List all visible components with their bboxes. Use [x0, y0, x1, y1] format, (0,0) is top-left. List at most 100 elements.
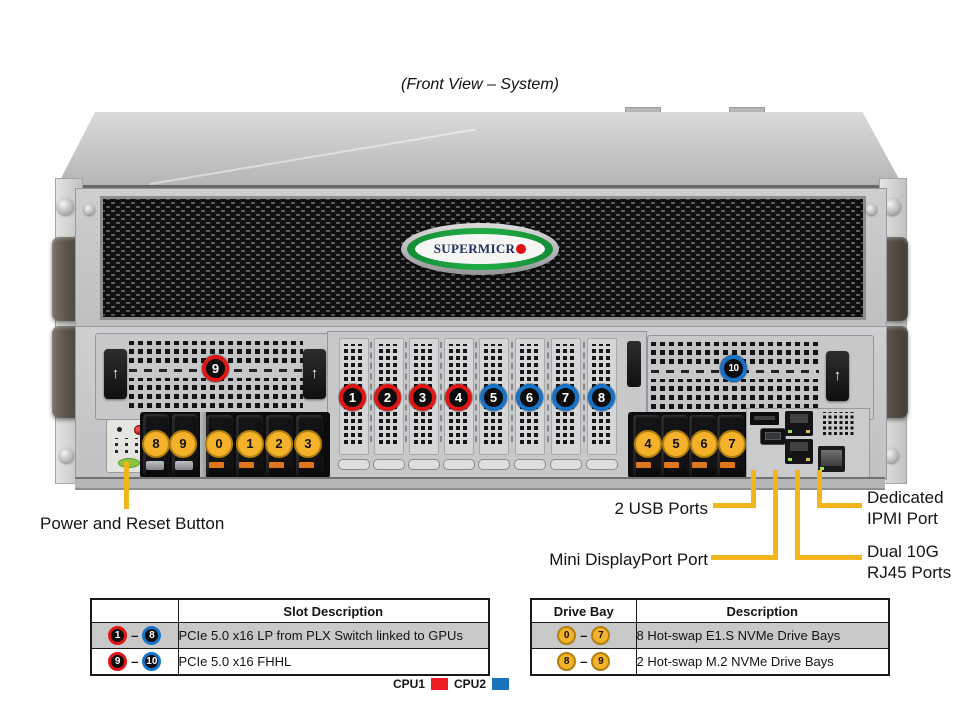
slot-range-cell: 9–10	[90, 648, 179, 676]
label-ipmi-port: Dedicated IPMI Port	[867, 488, 944, 529]
page-title: (Front View – System)	[401, 76, 559, 93]
up-arrow-icon	[112, 349, 120, 399]
callout-bay-3: 3	[294, 430, 322, 458]
slot10-vent-mesh	[651, 379, 819, 409]
badge-slot-8: 8	[142, 626, 162, 645]
badge-slot-9: 9	[108, 652, 128, 671]
lid-tab	[729, 107, 765, 115]
bracket-separator	[547, 342, 549, 442]
thumbscrew	[59, 448, 74, 463]
legend-cpu2-label: CPU2	[454, 677, 487, 691]
callout-bay-9: 9	[169, 430, 197, 458]
callout-bay-0: 0	[205, 430, 233, 458]
callout-bay-5: 5	[662, 430, 690, 458]
range-dash: –	[131, 654, 139, 669]
bezel-screw	[866, 204, 877, 215]
slot-latch	[303, 349, 326, 399]
badge-bay-9: 9	[591, 652, 611, 671]
uid-label	[118, 458, 140, 468]
bay-desc-cell: 8 Hot-swap E1.S NVMe Drive Bays	[635, 622, 890, 649]
slot-range-cell: 1–8	[90, 622, 179, 649]
slot-description-table: Slot Description 1–8 PCIe 5.0 x16 LP fro…	[90, 598, 490, 676]
port-vent	[823, 412, 855, 435]
displayport-callout-line	[711, 555, 778, 560]
cpu1-color-swatch	[431, 678, 449, 690]
label-rj45-ports: Dual 10G RJ45 Ports	[867, 542, 952, 583]
usb-callout-line	[713, 503, 756, 508]
callout-bay-8: 8	[142, 430, 170, 458]
callout-slot-2: 2	[374, 384, 401, 411]
badge-slot-10: 10	[142, 652, 162, 671]
logo-red-dot-icon	[516, 244, 527, 254]
badge-bay-0: 0	[557, 626, 577, 645]
io-port-cluster	[746, 408, 870, 481]
ipmi-callout-line	[817, 470, 822, 508]
bezel-screw	[84, 204, 95, 215]
bracket-separator	[475, 342, 477, 442]
lid-bezel-seam	[75, 185, 885, 189]
slot10-vent-mesh	[651, 342, 819, 364]
callout-slot-1: 1	[339, 384, 366, 411]
bracket-separator	[370, 342, 372, 442]
rj45-callout-line	[795, 470, 800, 560]
bracket-separator	[511, 342, 513, 442]
usb-ports	[750, 412, 779, 425]
table-row: 9–10 PCIe 5.0 x16 FHHL	[90, 648, 490, 676]
callout-slot-4: 4	[445, 384, 472, 411]
thumbscrew	[57, 198, 74, 215]
callout-slot-5: 5	[480, 384, 507, 411]
displayport-callout-line	[773, 470, 778, 560]
empty-header-cell	[90, 598, 179, 623]
rj45-callout-line	[795, 555, 862, 560]
callout-bay-4: 4	[634, 430, 662, 458]
badge-bay-8: 8	[557, 652, 577, 671]
bracket-handle	[478, 459, 510, 470]
range-dash: –	[580, 628, 588, 643]
bracket-handle	[408, 459, 440, 470]
table-row: 1–8 PCIe 5.0 x16 LP from PLX Switch link…	[90, 622, 490, 649]
thumbscrew	[884, 198, 901, 215]
legend-cpu1-label: CPU1	[393, 677, 426, 691]
slot-latch	[826, 351, 849, 401]
callout-bay-2: 2	[265, 430, 293, 458]
label-power-reset: Power and Reset Button	[40, 514, 225, 533]
callout-slot-6: 6	[516, 384, 543, 411]
drive-bay-table: Drive Bay Description 0–7 8 Hot-swap E1.…	[530, 598, 890, 676]
range-dash: –	[131, 628, 139, 643]
cpu-legend: CPU1 CPU2	[393, 677, 510, 691]
callout-bay-7: 7	[718, 430, 746, 458]
bracket-handle	[550, 459, 582, 470]
callout-bay-6: 6	[690, 430, 718, 458]
badge-bay-7: 7	[591, 626, 611, 645]
thumbscrew	[884, 448, 899, 463]
mini-displayport	[760, 428, 786, 445]
usb-callout-line	[751, 470, 756, 508]
chassis-lid	[55, 112, 905, 190]
bracket-handle	[338, 459, 370, 470]
supermicro-logo: SUPERMICR	[401, 223, 559, 275]
bay-divider	[200, 412, 206, 478]
callout-slot-10: 10	[720, 355, 747, 382]
bracket-handle	[514, 459, 546, 470]
bracket-handle	[586, 459, 618, 470]
table-header-row: Slot Description	[90, 598, 490, 623]
slot-description-header: Slot Description	[177, 598, 490, 623]
logo-inner: SUPERMICR	[415, 234, 545, 264]
slot9-vent-mesh	[129, 341, 303, 363]
drive-bay-header: Drive Bay	[530, 598, 637, 623]
rj45-port-top	[785, 411, 813, 436]
bay-range-cell: 8–9	[530, 648, 637, 676]
description-header: Description	[635, 598, 890, 623]
slot-desc-cell: PCIe 5.0 x16 FHHL	[177, 648, 490, 676]
slot-desc-cell: PCIe 5.0 x16 LP from PLX Switch linked t…	[177, 622, 490, 649]
pcie-slot9-block	[95, 333, 347, 420]
status-leds	[115, 438, 143, 453]
logo-green-ring: SUPERMICR	[407, 228, 553, 270]
range-dash: –	[580, 654, 588, 669]
callout-bay-1: 1	[236, 430, 264, 458]
badge-slot-1: 1	[108, 626, 128, 645]
chassis-bottom-rail	[75, 477, 885, 490]
table-row: 0–7 8 Hot-swap E1.S NVMe Drive Bays	[530, 622, 890, 649]
pcie-slot10-block	[647, 335, 874, 420]
